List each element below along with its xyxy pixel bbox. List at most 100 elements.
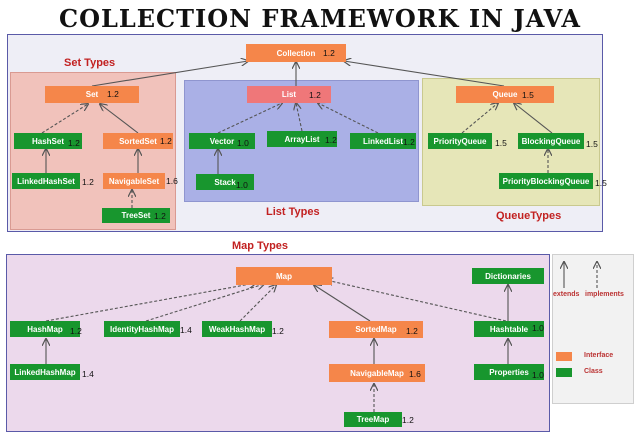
version-priorityblockingqueue: 1.5 — [595, 178, 607, 188]
version-linkedhashmap: 1.4 — [82, 369, 94, 379]
node-hashtable-label: Hashtable — [489, 324, 529, 334]
edge-weakhashmap-map — [239, 285, 276, 322]
node-blockingqueue: BlockingQueue — [518, 133, 584, 149]
set-types-label: Set Types — [64, 57, 116, 69]
node-collection: Collection — [246, 44, 346, 62]
version-navigablemap: 1.6 — [409, 369, 421, 379]
edge-linkedlist-list — [318, 103, 379, 134]
node-properties: Properties — [474, 364, 544, 380]
node-navigablemap-label: NavigableMap — [350, 368, 404, 378]
node-linkedhashset-label: LinkedHashSet — [17, 176, 75, 186]
queue-types-label: QueueTypes — [496, 210, 562, 222]
version-identityhashmap: 1.4 — [180, 325, 192, 335]
node-sortedmap-label: SortedMap — [355, 325, 397, 334]
node-hashmap: HashMap — [10, 321, 80, 337]
node-hashset-label: HashSet — [31, 136, 64, 146]
node-collection-label: Collection — [276, 48, 316, 58]
legend-class-label: Class — [584, 368, 603, 375]
node-sortedset-label: SortedSet — [119, 136, 157, 146]
version-weakhashmap: 1.2 — [272, 326, 284, 336]
node-list: List — [247, 86, 331, 103]
node-arraylist-label: ArrayList — [284, 134, 320, 144]
legend-extends-label: extends — [553, 291, 580, 298]
node-dictionaries: Dictionaries — [472, 268, 544, 284]
node-linkedhashset: LinkedHashSet — [12, 173, 80, 189]
node-priorityblockingqueue: PriorityBlockingQueue — [499, 173, 593, 189]
legend-implements-label: implements — [585, 291, 624, 298]
node-blockingqueue-label: BlockingQueue — [521, 136, 581, 146]
node-properties-label: Properties — [489, 367, 529, 377]
node-set-label: Set — [85, 90, 99, 99]
version-properties: 1.0 — [532, 370, 544, 380]
edge-hashset-set — [41, 104, 88, 134]
version-treemap: 1.2 — [402, 415, 414, 425]
node-vector-label: Vector — [209, 136, 235, 146]
node-linkedhashmap-label: LinkedHashMap — [14, 367, 76, 377]
node-map-label: Map — [276, 271, 292, 281]
node-priorityqueue: PriorityQueue — [428, 133, 492, 149]
node-navigablemap: NavigableMap — [329, 364, 425, 382]
node-weakhashmap-label: WeakHashMap — [208, 324, 266, 334]
node-treemap-label: TreeMap — [356, 415, 390, 424]
node-navigableset-label: NavigableSet — [108, 176, 160, 186]
node-queue: Queue — [456, 86, 554, 103]
node-dictionaries-label: Dictionaries — [485, 271, 531, 281]
version-blockingqueue: 1.5 — [586, 139, 598, 149]
version-linkedlist: 1.2 — [403, 137, 415, 147]
node-stack-label: Stack — [214, 177, 236, 187]
node-arraylist: ArrayList — [267, 131, 337, 147]
node-hashset: HashSet — [14, 133, 82, 149]
edge-set-collection — [91, 61, 248, 87]
node-linkedlist-label: LinkedList — [362, 136, 403, 146]
version-sortedset: 1.2 — [160, 136, 172, 146]
version-hashmap: 1.2 — [70, 326, 82, 336]
node-set: Set — [45, 86, 139, 103]
version-treeset: 1.2 — [154, 211, 166, 221]
node-linkedlist: LinkedList — [350, 133, 416, 149]
node-list-label: List — [281, 90, 297, 99]
legend-panel — [552, 254, 634, 404]
version-collection: 1.2 — [323, 48, 335, 58]
node-linkedhashmap: LinkedHashMap — [10, 364, 80, 380]
node-stack: Stack — [196, 174, 254, 190]
edge-arraylist-list — [296, 103, 303, 132]
node-vector: Vector — [189, 133, 255, 149]
edge-hashtable-map — [326, 280, 507, 322]
node-priorityblockingqueue-label: PriorityBlockingQueue — [502, 176, 590, 186]
node-navigableset: NavigableSet — [103, 173, 165, 189]
list-types-label: List Types — [266, 206, 320, 218]
edge-hashmap-map — [45, 283, 256, 322]
node-treemap: TreeMap — [344, 412, 402, 427]
node-map: Map — [236, 267, 332, 285]
edge-priorityqueue-queue — [461, 103, 498, 134]
edge-identityhashmap-map — [145, 284, 264, 322]
node-hashmap-label: HashMap — [27, 324, 63, 334]
node-hashtable: Hashtable — [474, 321, 544, 337]
node-priorityqueue-label: PriorityQueue — [433, 136, 487, 146]
node-identityhashmap-label: IdentityHashMap — [109, 324, 174, 334]
page-title: COLLECTION FRAMEWORK IN JAVA — [58, 4, 582, 33]
version-queue: 1.5 — [522, 90, 534, 100]
node-identityhashmap: IdentityHashMap — [104, 321, 180, 337]
node-queue-label: Queue — [492, 90, 518, 99]
legend-interface-label: Interface — [584, 352, 614, 359]
node-treeset: TreeSet — [102, 208, 170, 223]
version-set: 1.2 — [107, 89, 119, 99]
edge-queue-collection — [344, 61, 505, 87]
node-weakhashmap: WeakHashMap — [202, 321, 272, 337]
version-navigableset: 1.6 — [166, 176, 178, 186]
version-linkedhashset: 1.2 — [82, 177, 94, 187]
node-sortedset: SortedSet — [103, 133, 173, 149]
map-types-label: Map Types — [232, 240, 289, 252]
edge-blockingqueue-queue — [514, 103, 553, 134]
version-arraylist: 1.2 — [325, 135, 337, 145]
version-vector: 1.0 — [237, 138, 249, 148]
version-hashtable: 1.0 — [532, 323, 544, 333]
edge-sortedset-set — [100, 104, 139, 134]
legend-interface-swatch — [556, 352, 572, 361]
node-treeset-label: TreeSet — [121, 211, 151, 220]
edge-vector-list — [217, 103, 282, 134]
version-hashset: 1.2 — [68, 138, 80, 148]
